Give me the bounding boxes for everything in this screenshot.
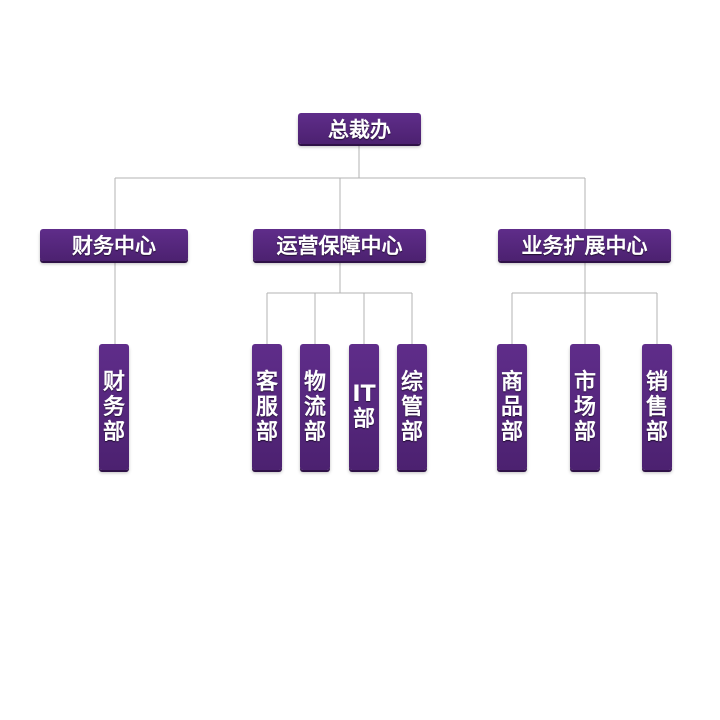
- dept-label-customer-service: 客服部: [255, 369, 278, 445]
- dept-node-it: IT部: [349, 344, 379, 470]
- dept-node-general-admin: 综管部: [397, 344, 427, 470]
- dept-label-logistics: 物流部: [303, 369, 326, 445]
- root-node: 总裁办: [298, 113, 421, 144]
- dept-node-merchandise: 商品部: [497, 344, 527, 470]
- dept-label-sales: 销售部: [645, 369, 668, 445]
- dept-node-sales: 销售部: [642, 344, 672, 470]
- dept-label-finance: 财务部: [102, 369, 125, 445]
- dept-label-marketing: 市场部: [573, 369, 596, 445]
- dept-node-logistics: 物流部: [300, 344, 330, 470]
- center-node-operations: 运营保障中心: [253, 229, 426, 261]
- dept-node-customer-service: 客服部: [252, 344, 282, 470]
- dept-node-finance: 财务部: [99, 344, 129, 470]
- dept-label-merchandise: 商品部: [500, 369, 523, 445]
- dept-node-marketing: 市场部: [570, 344, 600, 470]
- center-node-business: 业务扩展中心: [498, 229, 671, 261]
- dept-label-general-admin: 综管部: [400, 369, 423, 445]
- dept-label-it: IT部: [352, 382, 376, 432]
- center-node-finance: 财务中心: [40, 229, 188, 261]
